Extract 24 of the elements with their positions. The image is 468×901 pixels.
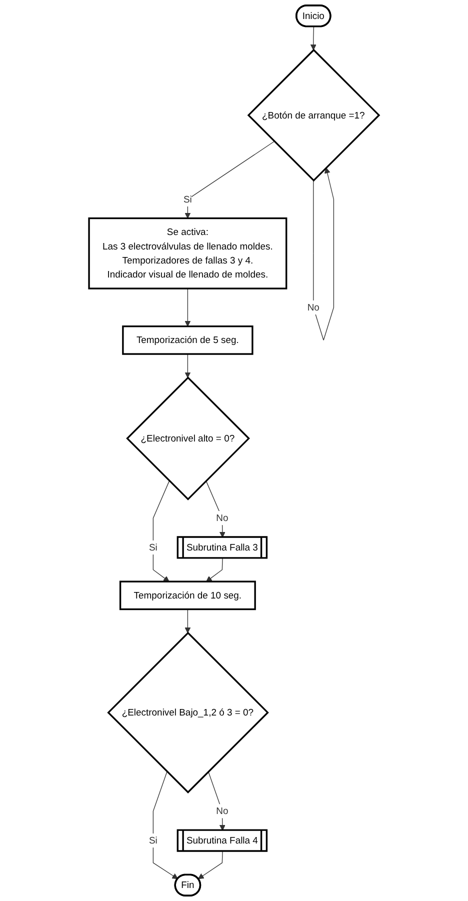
node-diamond: ¿Electronivel alto = 0?	[126, 376, 250, 500]
edge-label: Si	[148, 834, 158, 846]
edge-label: No	[216, 805, 228, 816]
edge-label: No	[307, 302, 320, 312]
arrow	[198, 851, 223, 880]
arrow	[184, 354, 191, 378]
node-box: Se activa: Las 3 electroválvulas de llenado moldes. Temporizadores de fallas 3 y 4. Indicador visual de llenado de moldes.	[88, 217, 288, 290]
arrow	[184, 141, 275, 219]
arrow	[313, 168, 334, 340]
node-box: Temporización de 10 seg.	[119, 580, 256, 610]
edge-label: No	[216, 512, 228, 524]
arrow	[208, 771, 226, 831]
edge-label: Si	[148, 542, 158, 553]
edge-label: Si	[183, 194, 192, 204]
arrow	[152, 480, 170, 582]
arrow	[310, 26, 316, 50]
node-diamond: ¿Botón de arranque =1?	[247, 48, 380, 182]
node-diamond: ¿Electronivel Bajo_1,2 ó 3 = 0?	[107, 632, 269, 794]
node-box: Temporización de 5 seg.	[122, 325, 254, 355]
arrow	[206, 558, 223, 582]
arrow	[184, 288, 191, 327]
arrow	[184, 608, 191, 634]
arrow	[152, 771, 178, 880]
arrow	[206, 480, 226, 538]
